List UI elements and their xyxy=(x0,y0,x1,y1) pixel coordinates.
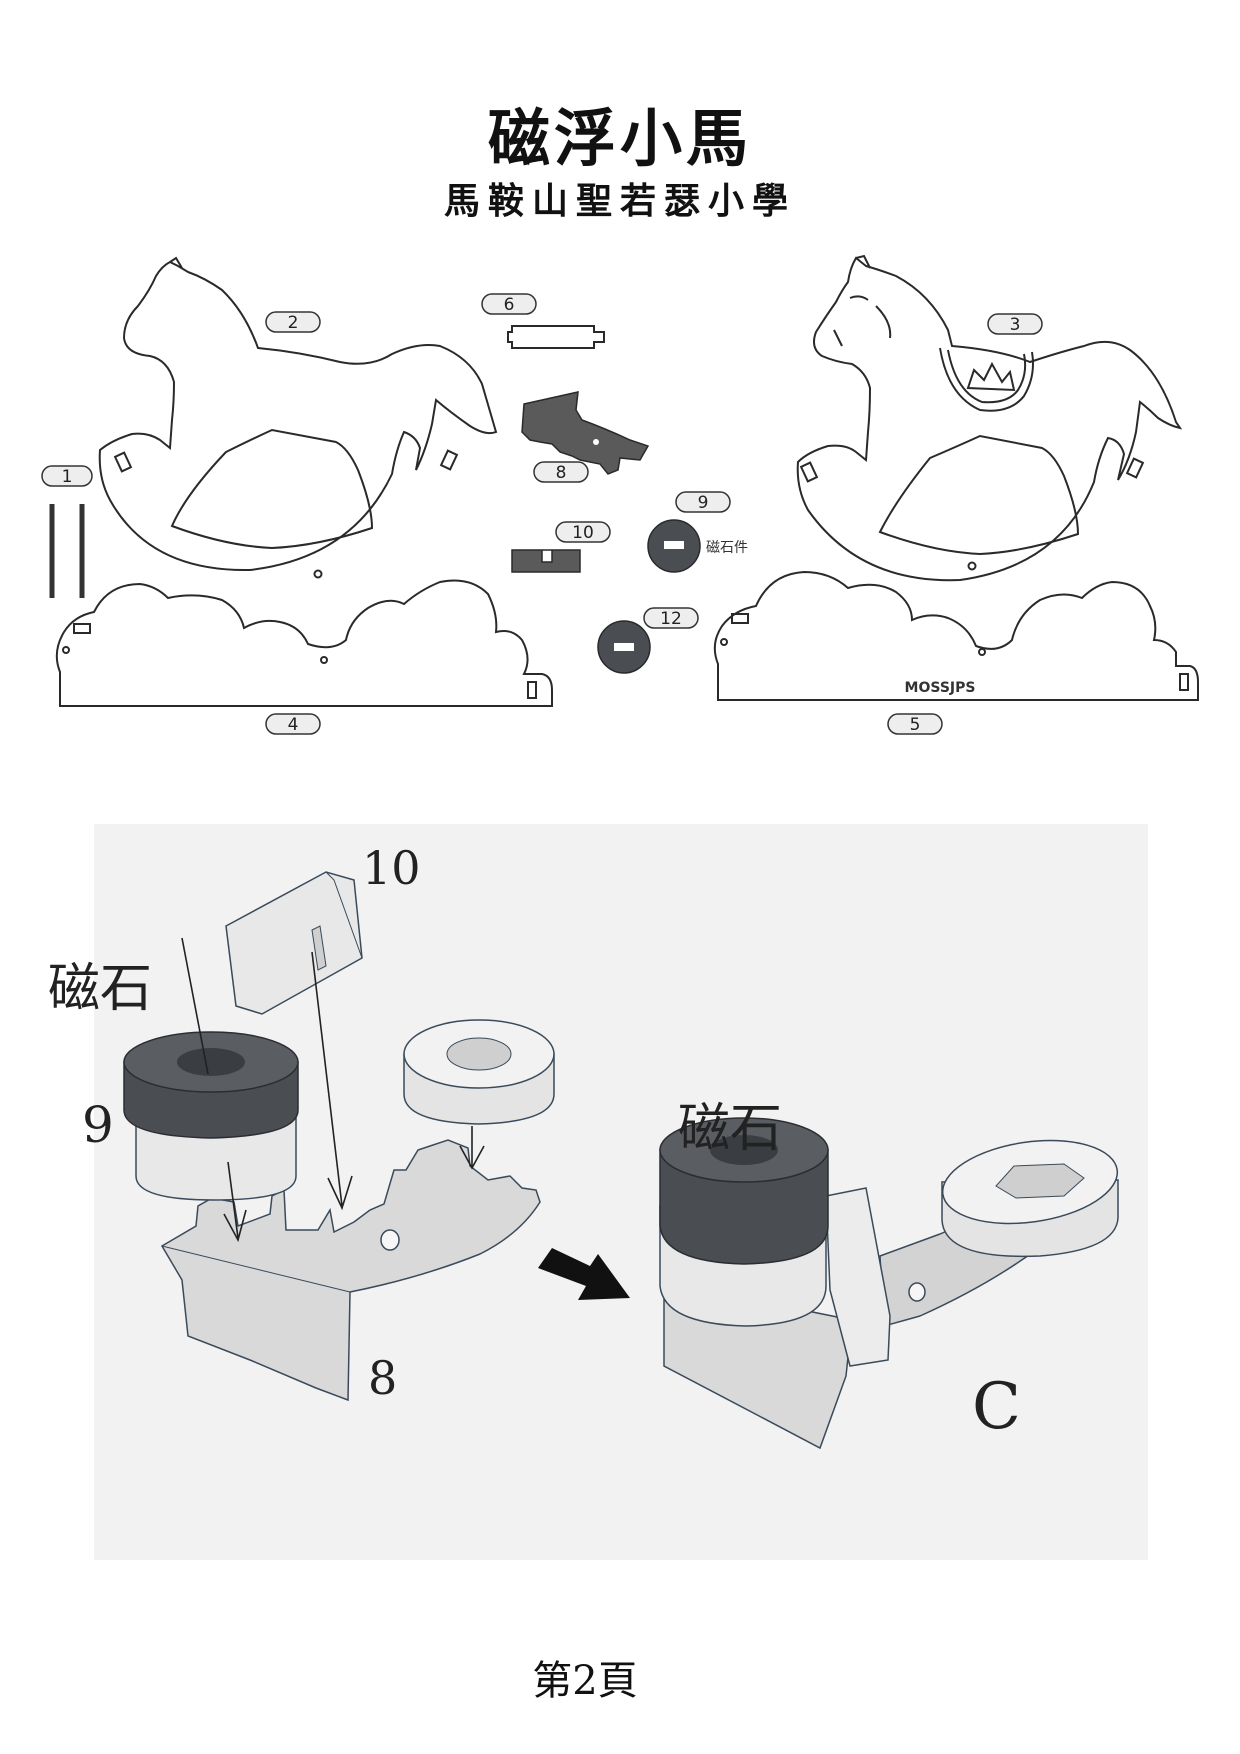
part-2-rocking-horse-plain xyxy=(98,256,498,579)
part-5-cloud-base: MOSSJPS xyxy=(713,570,1199,701)
label-magnet-right: 磁石 xyxy=(678,1099,782,1159)
part-4-cloud-base xyxy=(55,579,553,707)
part-label-1: 1 xyxy=(41,465,93,487)
label-part-10: 10 xyxy=(362,841,421,895)
part-6-strip xyxy=(507,325,605,349)
svg-text:8: 8 xyxy=(556,463,567,483)
svg-text:3: 3 xyxy=(1010,315,1021,335)
part-label-3: 3 xyxy=(987,313,1043,335)
svg-text:10: 10 xyxy=(572,523,594,543)
part-10-block xyxy=(511,549,581,573)
part-3-rocking-horse-saddle xyxy=(796,254,1183,582)
part-label-8: 8 xyxy=(533,461,589,483)
svg-text:9: 9 xyxy=(698,493,709,513)
assembly-result-c xyxy=(659,1117,1119,1450)
svg-text:2: 2 xyxy=(288,313,299,333)
cut-sheet-diagram: 磁石件 MOSSJPS 1 2 3 xyxy=(41,254,1199,735)
part-1-sticks xyxy=(49,504,85,598)
magnet-note-text: 磁石件 xyxy=(706,540,748,556)
assembly-washer-ring xyxy=(403,1019,555,1125)
label-part-8: 8 xyxy=(368,1351,397,1405)
assembly-magnet-9 xyxy=(123,1031,299,1201)
part-label-12: 12 xyxy=(643,607,699,629)
part-label-6: 6 xyxy=(481,293,537,315)
assembly-direction-arrow xyxy=(538,1248,630,1300)
svg-text:6: 6 xyxy=(504,295,515,315)
part-label-4: 4 xyxy=(265,713,321,735)
part-9-magnet-disc: 磁石件 xyxy=(647,519,748,573)
svg-text:5: 5 xyxy=(910,715,921,735)
assembly-part-8 xyxy=(160,1139,541,1402)
part-label-9: 9 xyxy=(675,491,731,513)
label-magnet-left: 磁石 xyxy=(48,959,152,1019)
part-8-holder xyxy=(521,391,650,475)
svg-text:4: 4 xyxy=(288,715,299,735)
svg-text:12: 12 xyxy=(660,609,682,629)
page-title: 磁浮小馬 xyxy=(487,102,752,175)
label-part-c: C xyxy=(972,1370,1021,1444)
part-label-10: 10 xyxy=(555,521,611,543)
part-label-5: 5 xyxy=(887,713,943,735)
svg-text:1: 1 xyxy=(62,467,73,487)
label-part-9: 9 xyxy=(82,1096,114,1154)
page-subtitle: 馬鞍山聖若瑟小學 xyxy=(443,180,796,222)
base-engraving-text: MOSSJPS xyxy=(905,680,976,696)
assembly-part-10 xyxy=(225,871,363,1015)
assembly-arrows xyxy=(181,937,485,1243)
part-label-2: 2 xyxy=(265,311,321,333)
page-number: 第2頁 xyxy=(532,1658,638,1704)
part-12-disc xyxy=(597,620,651,674)
